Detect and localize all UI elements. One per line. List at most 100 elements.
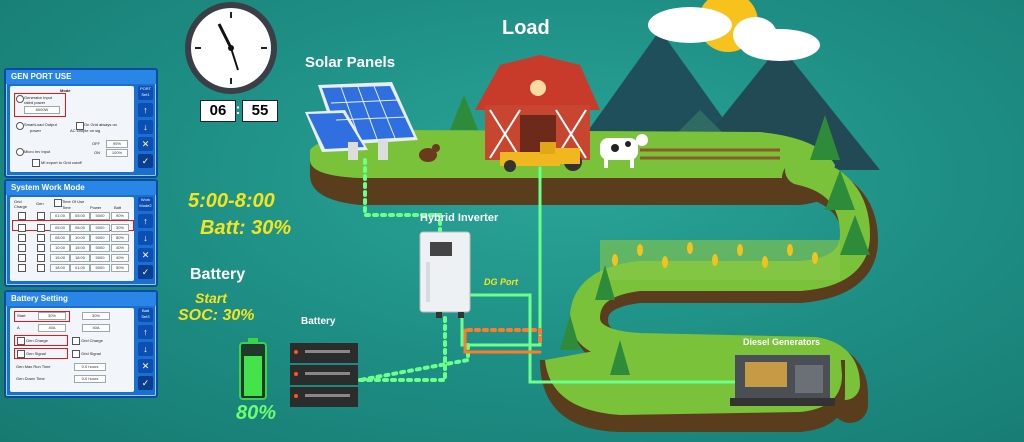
time-start-field[interactable]: 10:00 [50, 244, 70, 252]
close-icon[interactable]: ✕ [138, 248, 153, 262]
crop-rows [640, 148, 780, 160]
ac-couple-label: AC couple on sig [70, 128, 101, 133]
up-arrow-icon[interactable]: ↑ [138, 214, 153, 228]
power-field[interactable]: 5000 [90, 224, 110, 232]
power-field[interactable]: 5000 [90, 212, 110, 220]
gen-charge-checkbox[interactable] [17, 337, 25, 345]
on-field[interactable]: 100% [106, 149, 128, 157]
amp-field[interactable]: 40A [38, 324, 66, 332]
grid-charge-checkbox[interactable] [18, 244, 26, 252]
tractor-icon [500, 142, 582, 172]
hybrid-inverter-label: Hybrid Inverter [420, 212, 499, 224]
down-arrow-icon[interactable]: ↓ [138, 231, 153, 245]
battery-level-icon [239, 338, 267, 400]
time-start-field[interactable]: 01:00 [50, 212, 70, 220]
confirm-icon[interactable]: ✓ [138, 376, 153, 390]
smartload-label: SmartLoad Output [24, 122, 57, 127]
time-start-field[interactable]: 15:00 [50, 254, 70, 262]
start-label: Start [17, 313, 26, 318]
ongrid-checkbox[interactable] [76, 122, 84, 130]
power-field[interactable]: 5000 [90, 234, 110, 242]
time-hour: 06 [200, 100, 236, 122]
time-end-field[interactable]: 15:00 [70, 244, 90, 252]
max-run-field[interactable]: 0.0 hours [74, 363, 106, 371]
grid-charge-checkbox[interactable] [72, 337, 80, 345]
gen-checkbox[interactable] [37, 234, 45, 242]
time-start-field[interactable]: 05:00 [50, 224, 70, 232]
grid-charge-checkbox[interactable] [18, 264, 26, 272]
battery-title: Battery [190, 266, 246, 283]
batt-field[interactable]: 50% [111, 264, 129, 272]
amp-field-2[interactable]: 40A [82, 324, 110, 332]
battery-level-text: 80% [236, 402, 277, 424]
batt-field[interactable]: 30% [111, 224, 129, 232]
close-icon[interactable]: ✕ [138, 359, 153, 373]
work-mode-set-button[interactable]: Work Mode2 [138, 197, 153, 211]
generator-rated-label: rated power [24, 100, 46, 105]
work-mode-body: Grid Charge Gen Time Of Use Time Power B… [10, 197, 134, 281]
grid-charge-checkbox[interactable] [18, 254, 26, 262]
gen-port-side-buttons: PORT Set1 ↑ ↓ ✕ ✓ [138, 86, 153, 172]
gen-signal-highlight [14, 348, 68, 359]
corn-field [600, 240, 840, 280]
power-field[interactable]: 5000 [90, 264, 110, 272]
amp-label: A [17, 325, 20, 330]
gen-checkbox[interactable] [37, 212, 45, 220]
confirm-icon[interactable]: ✓ [138, 265, 153, 279]
port-set-button[interactable]: PORT Set1 [138, 86, 153, 100]
micro-inv-radio[interactable] [16, 148, 24, 156]
off-label: OFF [92, 141, 100, 146]
batt-header: Batt [114, 205, 122, 210]
off-field[interactable]: 95% [106, 140, 128, 148]
gen-checkbox[interactable] [37, 254, 45, 262]
down-arrow-icon[interactable]: ↓ [138, 342, 153, 356]
batt-field[interactable]: 90% [111, 212, 129, 220]
smartload-power-label: power [30, 128, 41, 133]
gen-signal-checkbox[interactable] [17, 350, 25, 358]
barn-icon [475, 55, 600, 160]
start-field-2[interactable]: 30% [82, 312, 110, 320]
down-time-field[interactable]: 0.0 hours [74, 375, 106, 383]
gen-checkbox[interactable] [37, 244, 45, 252]
diesel-generators-label: Diesel Generators [743, 337, 821, 347]
battery-rack-icon [290, 343, 358, 407]
grid-charge-checkbox[interactable] [18, 224, 26, 232]
time-end-field[interactable]: 05:00 [70, 212, 90, 220]
generator-power-field[interactable]: 8000W [24, 106, 60, 114]
grid-charge-checkbox[interactable] [18, 234, 26, 242]
time-end-field[interactable]: 18:00 [70, 254, 90, 262]
time-start-field[interactable]: 08:00 [50, 234, 70, 242]
time-end-field[interactable]: 08:00 [70, 224, 90, 232]
time-header: Time [62, 205, 71, 210]
grid-signal-checkbox[interactable] [72, 350, 80, 358]
power-field[interactable]: 5000 [90, 244, 110, 252]
confirm-icon[interactable]: ✓ [138, 154, 153, 168]
time-end-field[interactable]: 10:00 [70, 234, 90, 242]
work-mode-title: System Work Mode [6, 181, 156, 195]
up-arrow-icon[interactable]: ↑ [138, 325, 153, 339]
time-of-use-checkbox[interactable] [54, 199, 62, 207]
gen-checkbox[interactable] [37, 224, 45, 232]
smartload-radio[interactable] [16, 122, 24, 130]
gen-checkbox[interactable] [37, 264, 45, 272]
time-start-field[interactable]: 18:00 [50, 264, 70, 272]
up-arrow-icon[interactable]: ↑ [138, 103, 153, 117]
gen-port-title: GEN PORT USE [6, 70, 156, 84]
grid-charge-checkbox[interactable] [18, 212, 26, 220]
batt-field[interactable]: 40% [111, 254, 129, 262]
batt-field[interactable]: 40% [111, 244, 129, 252]
batt-field[interactable]: 80% [111, 234, 129, 242]
power-field[interactable]: 5000 [90, 254, 110, 262]
battery-start-line2: SOC: 30% [178, 307, 255, 324]
close-icon[interactable]: ✕ [138, 137, 153, 151]
generator-radio[interactable] [16, 95, 24, 103]
time-of-use-header: Time Of Use [62, 199, 85, 204]
battery-setting-title: Battery Setting [6, 292, 156, 306]
battery-rack-label: Battery [301, 316, 336, 327]
batt-set-button[interactable]: Batt Set3 [138, 308, 153, 322]
time-end-field[interactable]: 01:00 [70, 264, 90, 272]
down-arrow-icon[interactable]: ↓ [138, 120, 153, 134]
start-field[interactable]: 30% [38, 312, 66, 320]
mi-export-checkbox[interactable] [32, 159, 40, 167]
